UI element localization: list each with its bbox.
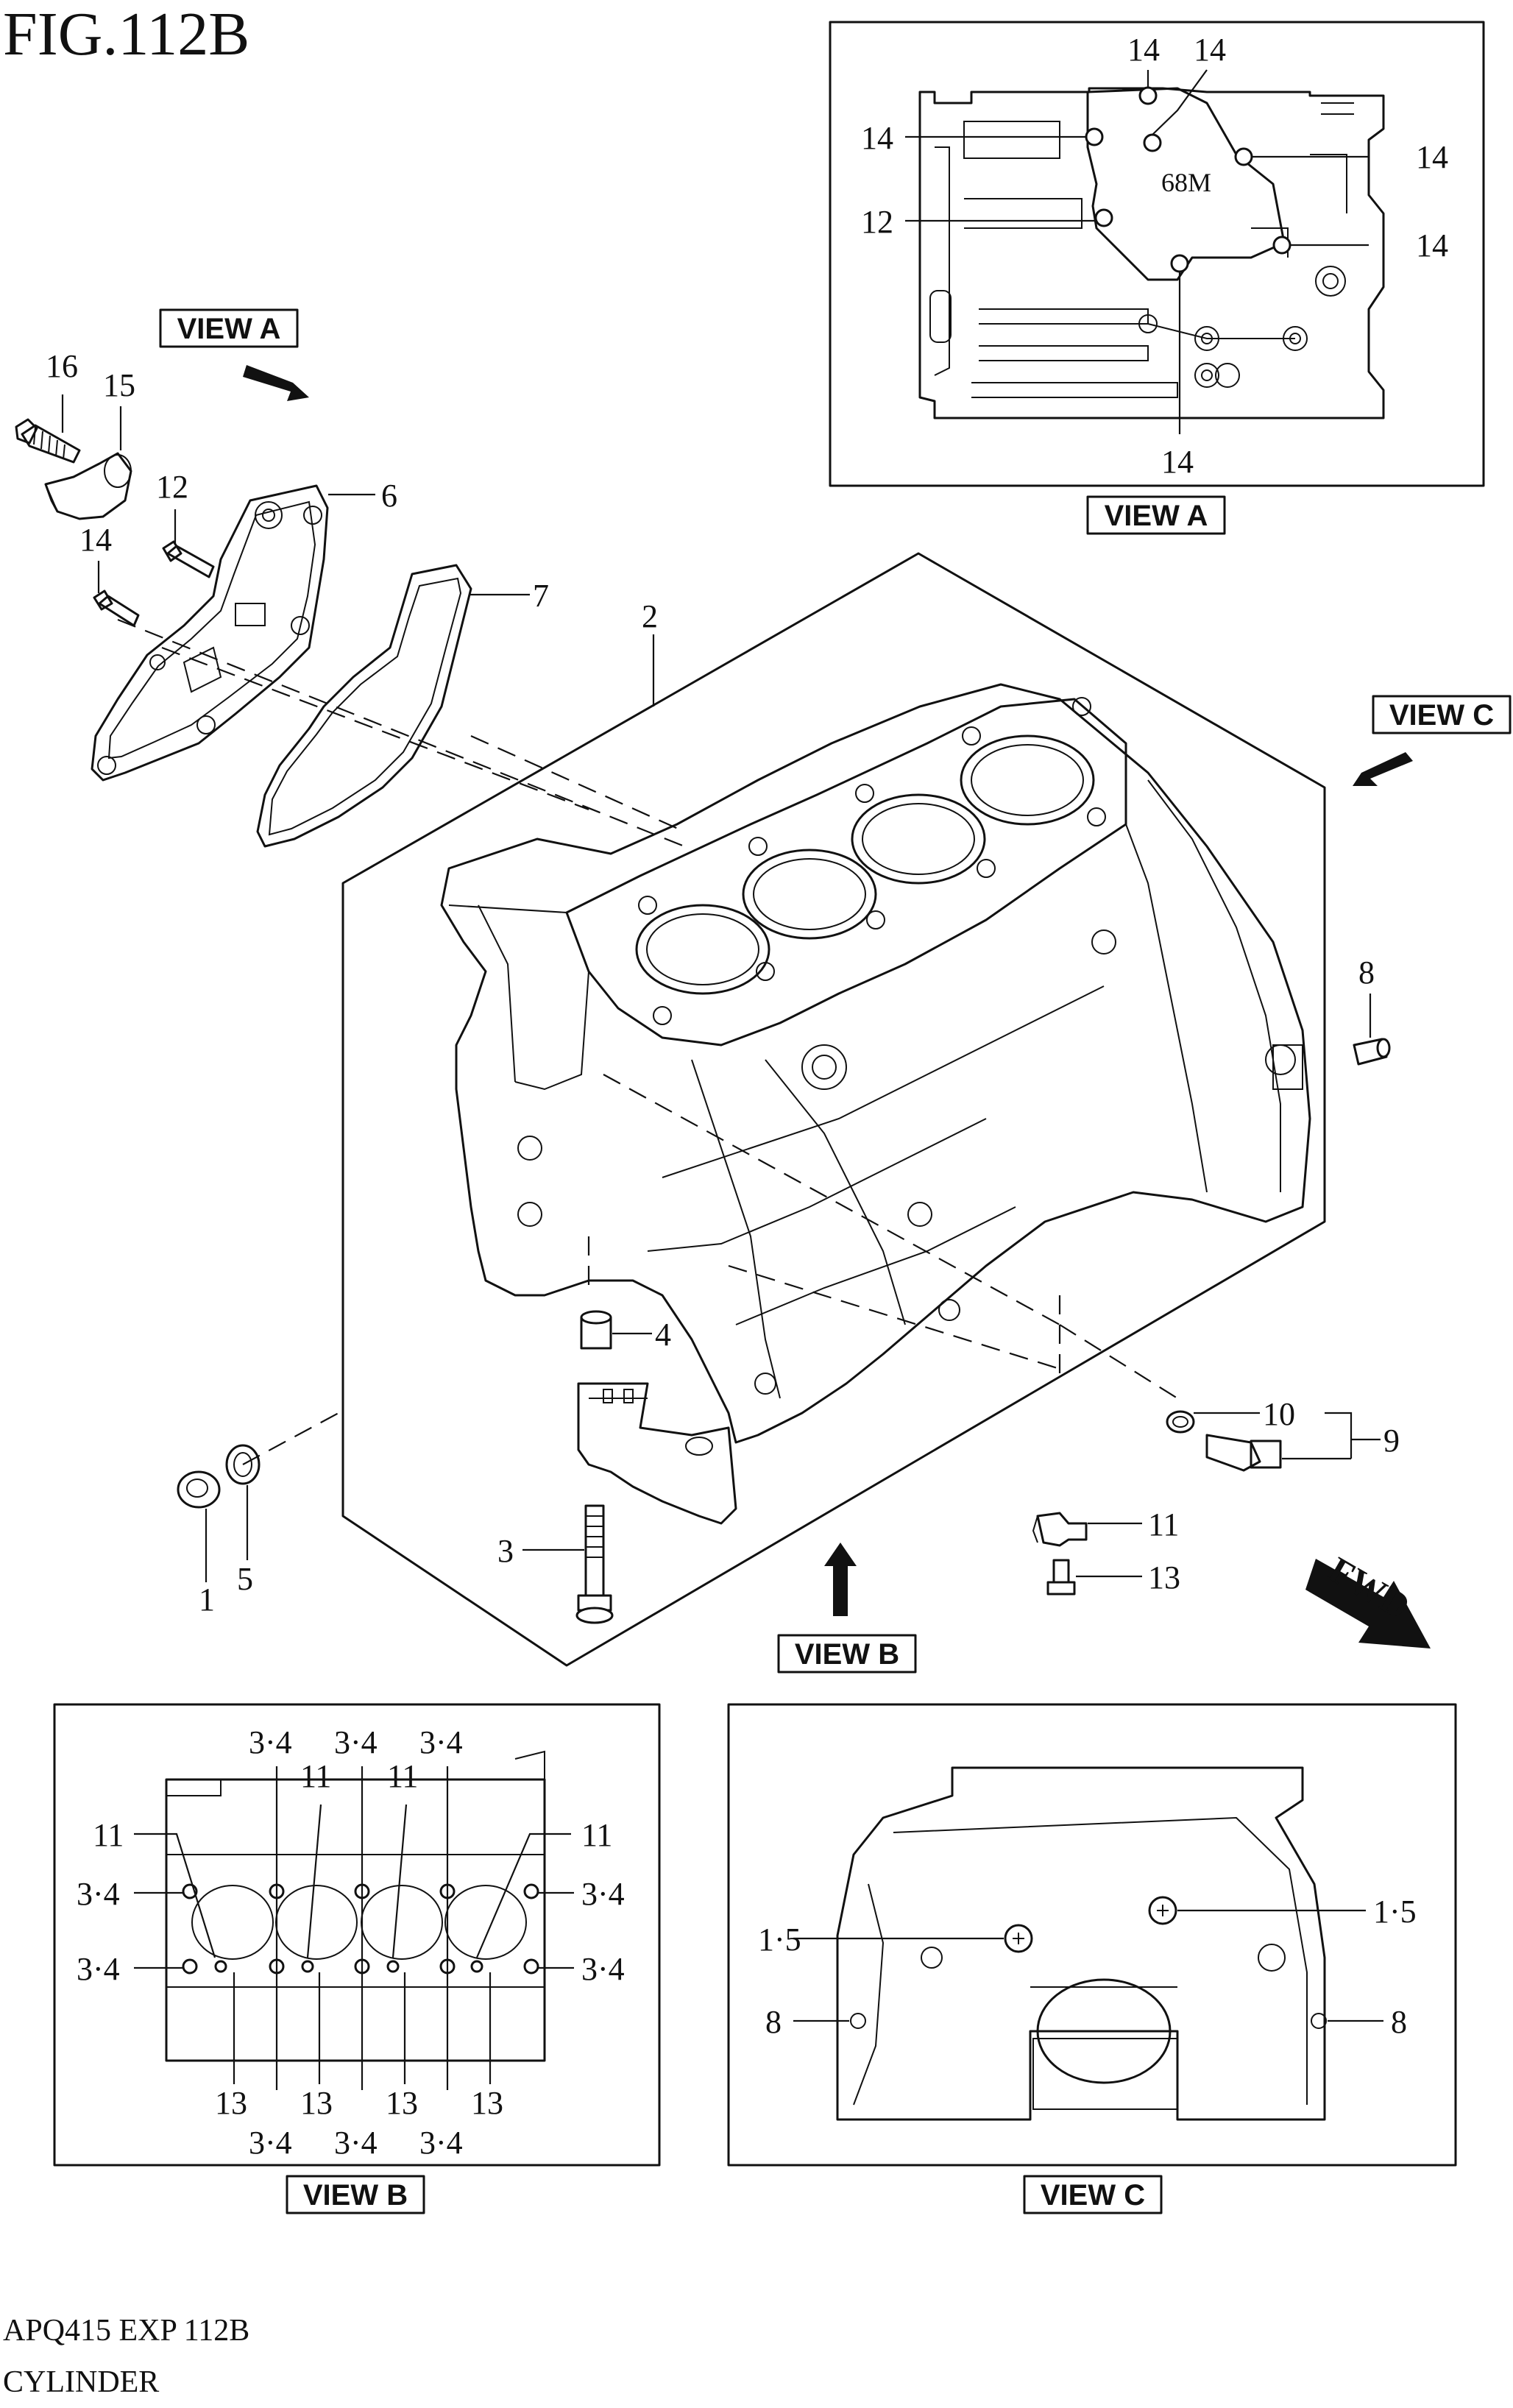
callout-4: 4: [655, 1317, 671, 1353]
callout-2: 2: [642, 598, 658, 634]
part-6-cover: 6: [91, 478, 397, 782]
view-b-callout: 3·4: [249, 2125, 292, 2161]
view-a-callout: 14: [1127, 32, 1160, 68]
part-8-pin: 8: [1353, 955, 1391, 1066]
part-4-dowel: 4: [580, 1310, 671, 1353]
callout-5: 5: [237, 1561, 253, 1597]
callout-12: 12: [156, 469, 188, 505]
view-a-callout: 14: [1416, 227, 1448, 263]
callout-15: 15: [103, 367, 135, 403]
callout-9: 9: [1383, 1423, 1400, 1459]
bearing-cap: [577, 1382, 737, 1525]
callout-14: 14: [79, 522, 112, 558]
view-b-arrow-label: VIEW B: [777, 1543, 917, 1674]
view-a-arrow-label: VIEW A: [159, 308, 309, 401]
view-b-callout: 3·4: [77, 1951, 120, 1987]
view-a-callout: 12: [861, 204, 893, 240]
view-b-callout: 11: [300, 1758, 331, 1794]
view-c-callout: 1·5: [758, 1922, 801, 1958]
callout-10: 10: [1263, 1396, 1295, 1432]
figure-code: APQ415 EXP 112B: [3, 2314, 249, 2348]
view-b-callout: 3·4: [581, 1951, 625, 1987]
view-b-callout: 13: [215, 2085, 247, 2121]
cylinder-block: [440, 683, 1311, 1444]
part-1-plug: 1: [177, 1470, 221, 1618]
callout-8: 8: [1358, 955, 1375, 991]
bolts-12-14: 12 14: [79, 469, 215, 627]
view-b-callout: 13: [386, 2085, 418, 2121]
stamp-68m: 68M: [1161, 168, 1211, 197]
view-b-callout: 13: [300, 2085, 333, 2121]
view-b-callout: 3·4: [77, 1876, 120, 1912]
view-c-arrow-label: VIEW C: [1353, 695, 1512, 786]
view-b-callout: 11: [581, 1817, 612, 1853]
callout-13: 13: [1148, 1559, 1180, 1596]
part-9-sensor: 10 9: [1166, 1396, 1400, 1472]
view-a-callout: 14: [1416, 139, 1448, 175]
view-b-callout: 3·4: [334, 1724, 378, 1760]
view-b-callout: 3·4: [419, 2125, 463, 2161]
view-b-label: VIEW B: [286, 2175, 425, 2214]
figure-name: CYLINDER: [3, 2365, 159, 2399]
view-c-callout: 1·5: [1373, 1894, 1417, 1930]
view-b-callout: 11: [387, 1758, 418, 1794]
svg-text:VIEW A: VIEW A: [1105, 500, 1208, 532]
view-a-callout: 14: [1161, 444, 1194, 480]
part-7-gasket: 7: [256, 564, 549, 848]
callout-11: 11: [1148, 1506, 1179, 1543]
view-a-callout: 14: [1194, 32, 1226, 68]
part-13-bolt: 13: [1046, 1559, 1180, 1596]
knock-sensor-assembly: 16 15: [15, 348, 135, 520]
view-c-label: VIEW C: [1023, 2175, 1163, 2214]
view-b-callout: 3·4: [581, 1876, 625, 1912]
view-a-inset: 68M 14 14 14 14 12 14 14: [829, 21, 1485, 487]
figure-title: FIG.112B: [3, 0, 249, 68]
exploded-frame: [341, 552, 1326, 1667]
view-c-callout: 8: [765, 2004, 782, 2040]
view-c-callout: 8: [1391, 2004, 1407, 2040]
callout-1: 1: [199, 1582, 215, 1618]
part-3-bolt: 3: [497, 1504, 614, 1624]
view-b-callout: 3·4: [249, 1724, 292, 1760]
callout-16: 16: [46, 348, 78, 384]
callout-6: 6: [381, 478, 397, 514]
view-c-inset: 1·5 1·5 8 8: [727, 1703, 1457, 2167]
view-b-callout: 3·4: [334, 2125, 378, 2161]
svg-text:VIEW A: VIEW A: [177, 313, 281, 345]
callout-3: 3: [497, 1533, 514, 1569]
svg-text:VIEW C: VIEW C: [1389, 699, 1494, 732]
part-5-washer: 5: [225, 1444, 261, 1597]
svg-text:VIEW C: VIEW C: [1041, 2179, 1145, 2212]
fwd-arrow: FWD: [1305, 1548, 1431, 1649]
view-b-callout: 13: [471, 2085, 503, 2121]
svg-text:VIEW B: VIEW B: [795, 1638, 899, 1671]
view-b-callout: 3·4: [419, 1724, 463, 1760]
svg-text:VIEW B: VIEW B: [303, 2179, 408, 2212]
view-b-inset: 3·4 3·4 3·4 11 11 11 11 3·4 3·4 3·4 3·4 …: [53, 1703, 661, 2167]
view-a-callout: 14: [861, 120, 893, 156]
part-11-oil-jet: 11: [1032, 1506, 1179, 1547]
view-a-label: VIEW A: [1086, 495, 1226, 535]
callout-7: 7: [533, 578, 549, 614]
view-b-callout: 11: [93, 1817, 124, 1853]
